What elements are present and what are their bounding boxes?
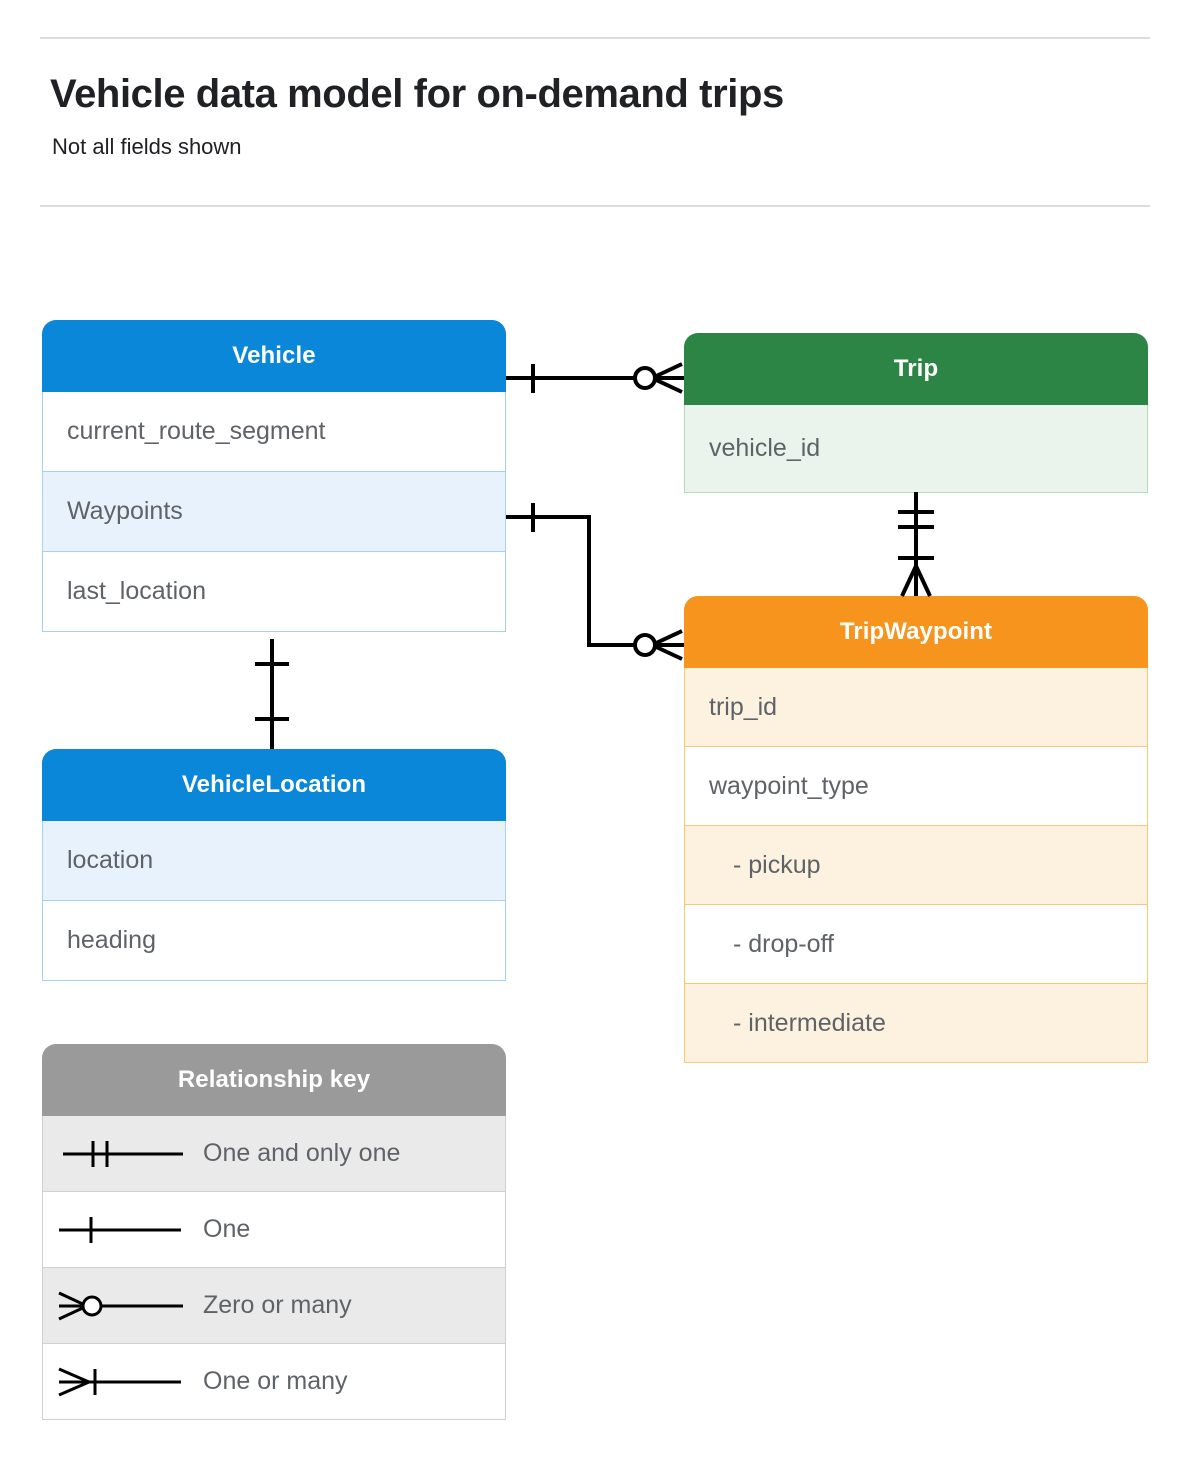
field-trip-id: trip_id <box>684 668 1148 747</box>
legend-item-one-or-many: One or many <box>42 1344 506 1420</box>
entity-vehicle[interactable]: Vehicle current_route_segment Waypoints … <box>42 320 506 632</box>
legend-item-zero-or-many: Zero or many <box>42 1268 506 1344</box>
field-waypoint-type-dropoff: - drop-off <box>684 905 1148 984</box>
entity-trip[interactable]: Trip vehicle_id <box>684 333 1148 493</box>
legend-item-one: One <box>42 1192 506 1268</box>
relationship-key-legend: Relationship key One and only one One <box>42 1044 506 1420</box>
field-location: location <box>42 821 506 901</box>
field-last-location: last_location <box>42 552 506 632</box>
header-divider <box>40 205 1150 207</box>
connector-trip-tripwaypoint <box>898 492 934 597</box>
legend-label: One <box>203 1215 251 1243</box>
field-vehicle-id: vehicle_id <box>684 405 1148 493</box>
entity-trip-title: Trip <box>684 333 1148 405</box>
one-icon <box>43 1210 203 1250</box>
zero-or-many-icon <box>43 1286 203 1326</box>
page-subtitle: Not all fields shown <box>52 134 242 159</box>
legend-label: Zero or many <box>203 1291 352 1319</box>
one-or-many-icon <box>43 1362 203 1402</box>
legend-title: Relationship key <box>42 1044 506 1116</box>
connector-waypoints-tripwaypoint <box>506 503 684 661</box>
field-waypoints: Waypoints <box>42 472 506 552</box>
field-waypoint-type-pickup: - pickup <box>684 826 1148 905</box>
field-waypoint-type: waypoint_type <box>684 747 1148 826</box>
entity-vehiclelocation-title: VehicleLocation <box>42 749 506 821</box>
connector-vehicle-vehiclelocation <box>255 639 289 749</box>
entity-tripwaypoint-title: TripWaypoint <box>684 596 1148 668</box>
entity-vehicle-title: Vehicle <box>42 320 506 392</box>
field-current-route-segment: current_route_segment <box>42 392 506 472</box>
entity-vehiclelocation[interactable]: VehicleLocation location heading <box>42 749 506 981</box>
entity-tripwaypoint[interactable]: TripWaypoint trip_id waypoint_type - pic… <box>684 596 1148 1063</box>
page-title: Vehicle data model for on-demand trips <box>50 72 784 116</box>
legend-item-one-and-only-one: One and only one <box>42 1116 506 1192</box>
legend-label: One or many <box>203 1367 348 1395</box>
legend-label: One and only one <box>203 1139 401 1167</box>
connector-vehicle-trip <box>506 362 684 394</box>
field-waypoint-type-intermediate: - intermediate <box>684 984 1148 1063</box>
top-divider <box>40 37 1150 39</box>
one-and-only-one-icon <box>43 1134 203 1174</box>
field-heading: heading <box>42 901 506 981</box>
